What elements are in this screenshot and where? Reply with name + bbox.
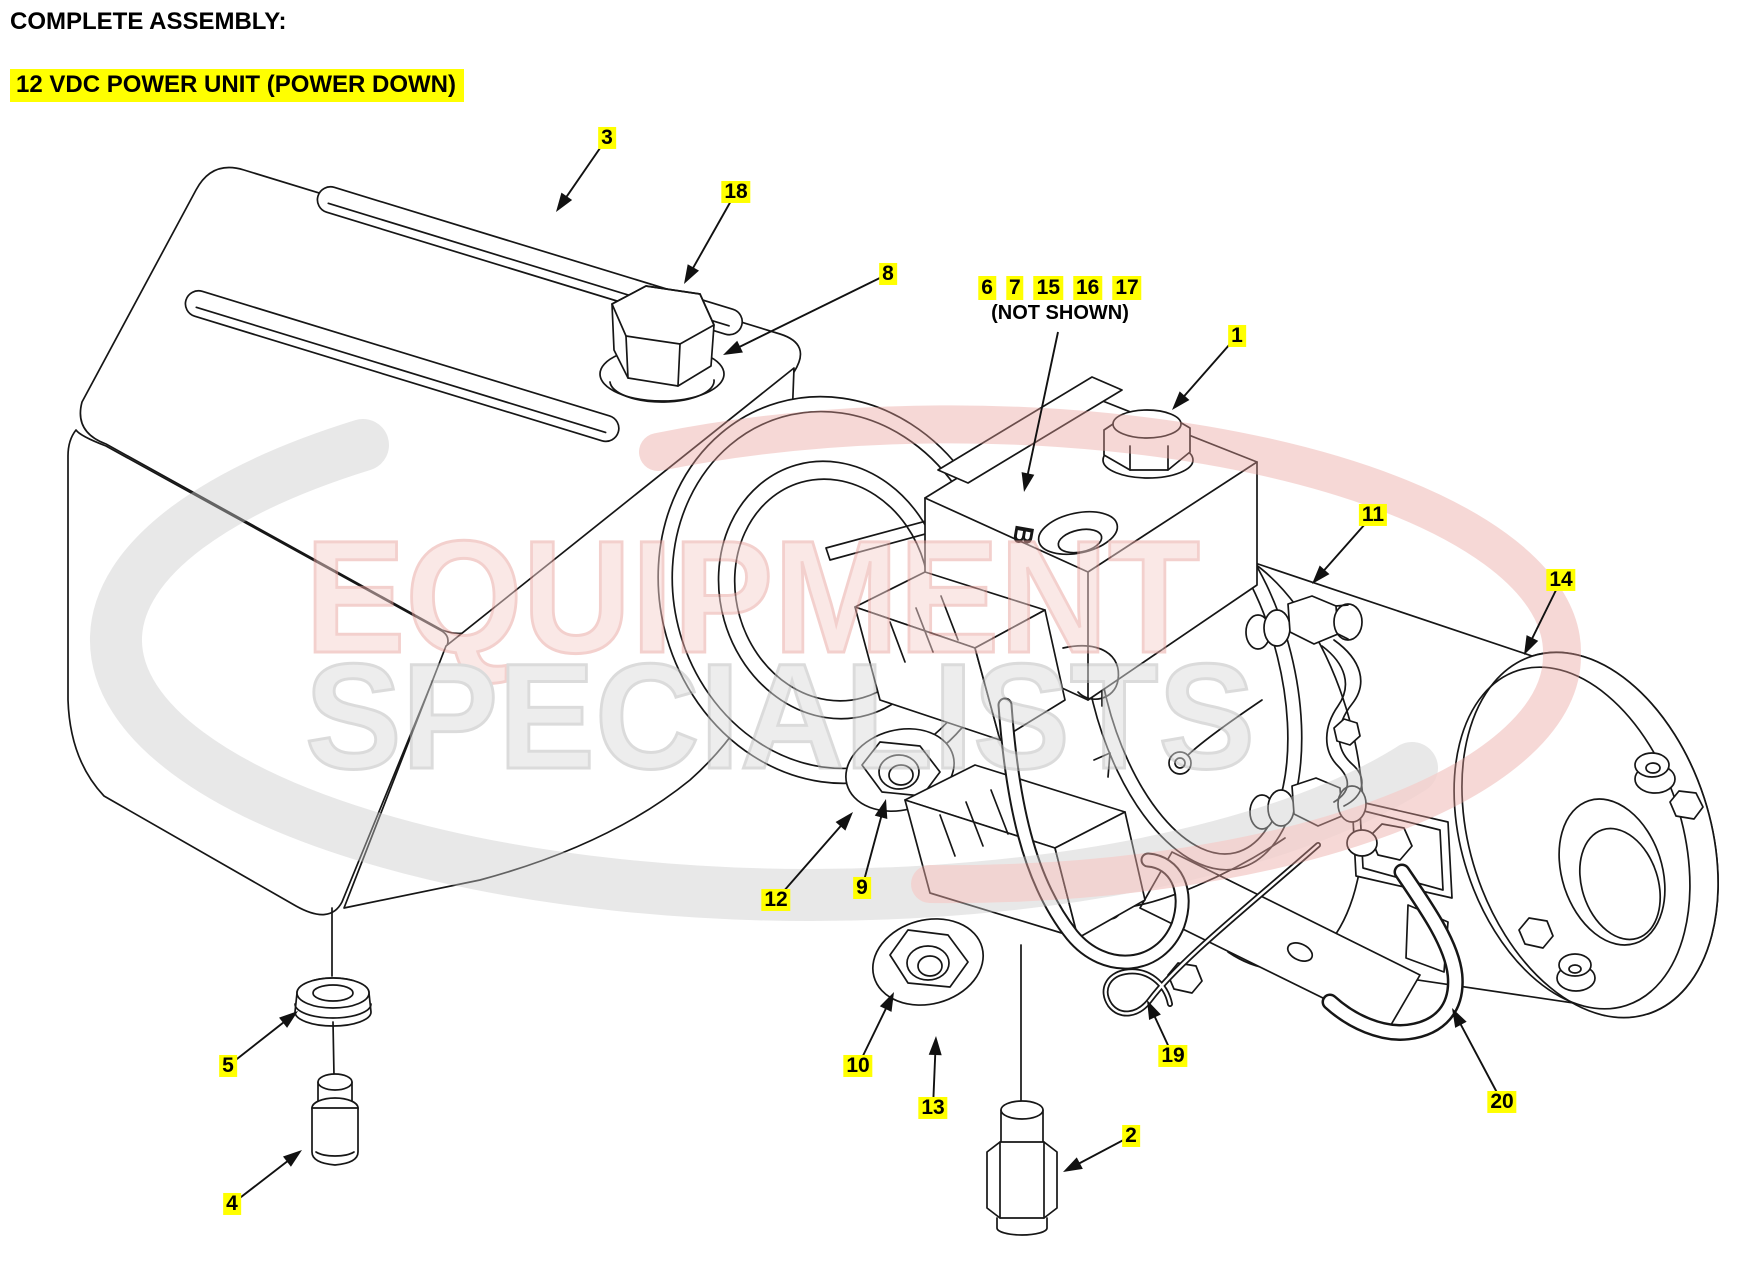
watermark-line2: SPECIALISTS: [305, 632, 1255, 800]
callout-label-14: 14: [1546, 568, 1576, 592]
watermark-line1: EQUIPMENT: [305, 507, 1200, 686]
hex-plug-drawing: [1102, 409, 1194, 479]
filler-cap-drawing: [611, 285, 715, 387]
callout-label-20: 20: [1487, 1090, 1517, 1114]
callout-label-19: 19: [1158, 1044, 1188, 1068]
not-shown-number-6: 6: [978, 276, 996, 300]
callout-label-13: 13: [918, 1096, 948, 1120]
not-shown-number-17: 17: [1112, 276, 1142, 300]
lower-coil-valve-drawing: [871, 764, 1146, 1123]
callout-label-18: 18: [721, 180, 751, 204]
callout-label-1: 1: [1228, 324, 1246, 348]
title-block: COMPLETE ASSEMBLY: 12 VDC POWER UNIT (PO…: [10, 8, 465, 102]
page-subtitle: 12 VDC POWER UNIT (POWER DOWN): [10, 69, 465, 102]
callout-label-11: 11: [1358, 503, 1388, 527]
callout-label-8: 8: [879, 262, 897, 286]
motor-drawing: [1227, 561, 1720, 1019]
callout-label-4: 4: [223, 1192, 241, 1216]
not-shown-note: (NOT SHOWN): [991, 302, 1129, 324]
not-shown-number-7: 7: [1005, 276, 1024, 300]
watermark: EQUIPMENT SPECIALISTS: [89, 405, 1582, 921]
callout-label-5: 5: [219, 1054, 237, 1078]
hoses-wires-drawing: [997, 645, 1464, 1041]
callout-label-9: 9: [853, 876, 871, 900]
drain-plug-drawing: [311, 1021, 359, 1166]
not-shown-number-16: 16: [1073, 276, 1103, 300]
watermark-gray-swoosh: [89, 419, 1438, 921]
page-title: COMPLETE ASSEMBLY:: [10, 8, 287, 35]
fitting-nut-drawing: [986, 1100, 1058, 1236]
grommet-drawing: [294, 907, 372, 1027]
callout-label-2: 2: [1122, 1124, 1140, 1148]
callout-label-3: 3: [598, 126, 616, 150]
callout-label-10: 10: [843, 1054, 873, 1078]
not-shown-number-15: 15: [1033, 276, 1064, 300]
reservoir-tank-drawing: [67, 166, 802, 916]
callout-label-12: 12: [761, 888, 791, 912]
